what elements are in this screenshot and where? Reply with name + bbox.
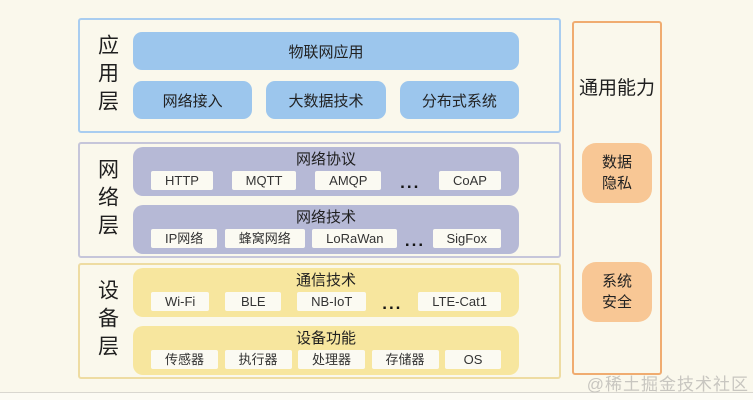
data-privacy-line1: 数据 <box>601 154 632 171</box>
application-sub-row: 网络接入 大数据技术 分布式系统 <box>133 81 519 119</box>
network-layer-container: 网络层 网络协议 HTTP MQTT AMQP ... CoAP 网络技术 IP… <box>78 142 561 258</box>
chip-actuator: 执行器 <box>224 349 292 369</box>
ellipsis-dots: ... <box>400 172 421 192</box>
application-layer-content: 物联网应用 网络接入 大数据技术 分布式系统 <box>133 20 559 131</box>
chip-nb-iot: NB-IoT <box>297 291 367 311</box>
application-layer-container: 应用层 物联网应用 网络接入 大数据技术 分布式系统 <box>78 18 561 133</box>
chip-http: HTTP <box>151 170 213 190</box>
chip-processor: 处理器 <box>298 349 366 369</box>
chip-lorawan: LoRaWan <box>312 228 398 248</box>
chip-ble: BLE <box>225 291 282 311</box>
chip-amqp: AMQP <box>315 170 382 190</box>
network-layer-content: 网络协议 HTTP MQTT AMQP ... CoAP 网络技术 IP网络 蜂… <box>133 144 559 256</box>
chip-ip-network: IP网络 <box>151 228 218 248</box>
distributed-system-box: 分布式系统 <box>399 81 519 119</box>
device-function-group: 设备功能 传感器 执行器 处理器 存储器 OS <box>133 325 519 375</box>
bottom-divider <box>0 392 753 393</box>
device-layer-label: 设备层 <box>95 279 119 363</box>
communication-tech-chip-row: Wi-Fi BLE NB-IoT ... LTE-Cat1 <box>133 291 519 313</box>
common-capabilities-title: 通用能力 <box>578 78 655 99</box>
iot-application-box: 物联网应用 <box>133 32 519 70</box>
chip-cellular-network: 蜂窝网络 <box>224 228 305 248</box>
chip-lte-cat1: LTE-Cat1 <box>418 291 501 311</box>
network-access-box: 网络接入 <box>133 81 253 119</box>
device-layer-content: 通信技术 Wi-Fi BLE NB-IoT ... LTE-Cat1 设备功能 … <box>133 265 559 377</box>
chip-sensor: 传感器 <box>151 349 219 369</box>
below-divider-strip <box>0 393 753 400</box>
ellipsis-dots: ... <box>404 230 426 250</box>
network-protocol-title: 网络协议 <box>295 150 356 168</box>
data-privacy-box: 数据 隐私 <box>582 143 652 203</box>
network-protocol-group: 网络协议 HTTP MQTT AMQP ... CoAP <box>133 146 519 196</box>
communication-tech-title: 通信技术 <box>295 271 356 289</box>
system-security-line2: 安全 <box>601 294 632 311</box>
application-layer-label: 应用层 <box>95 33 119 118</box>
chip-sigfox: SigFox <box>432 228 501 248</box>
chip-storage: 存储器 <box>371 349 439 369</box>
chip-os: OS <box>445 349 501 369</box>
network-layer-label: 网络层 <box>95 158 119 242</box>
data-privacy-line2: 隐私 <box>601 175 632 192</box>
juejin-watermark: @稀土掘金技术社区 <box>586 375 749 394</box>
common-capabilities-panel: 通用能力 数据 隐私 系统 安全 <box>572 21 662 375</box>
chip-mqtt: MQTT <box>231 170 297 190</box>
communication-tech-group: 通信技术 Wi-Fi BLE NB-IoT ... LTE-Cat1 <box>133 267 519 317</box>
system-security-box: 系统 安全 <box>582 262 652 322</box>
device-function-title: 设备功能 <box>295 329 356 347</box>
big-data-tech-box: 大数据技术 <box>266 81 386 119</box>
network-tech-chip-row: IP网络 蜂窝网络 LoRaWan ... SigFox <box>133 228 519 250</box>
device-layer-container: 设备层 通信技术 Wi-Fi BLE NB-IoT ... LTE-Cat1 设… <box>78 263 561 379</box>
system-security-line1: 系统 <box>601 273 632 290</box>
network-tech-group: 网络技术 IP网络 蜂窝网络 LoRaWan ... SigFox <box>133 204 519 254</box>
chip-coap: CoAP <box>439 170 501 190</box>
network-tech-title: 网络技术 <box>295 208 356 226</box>
chip-wifi: Wi-Fi <box>151 291 210 311</box>
network-protocol-chip-row: HTTP MQTT AMQP ... CoAP <box>133 170 519 192</box>
device-function-chip-row: 传感器 执行器 处理器 存储器 OS <box>133 349 519 369</box>
ellipsis-dots: ... <box>382 293 403 313</box>
